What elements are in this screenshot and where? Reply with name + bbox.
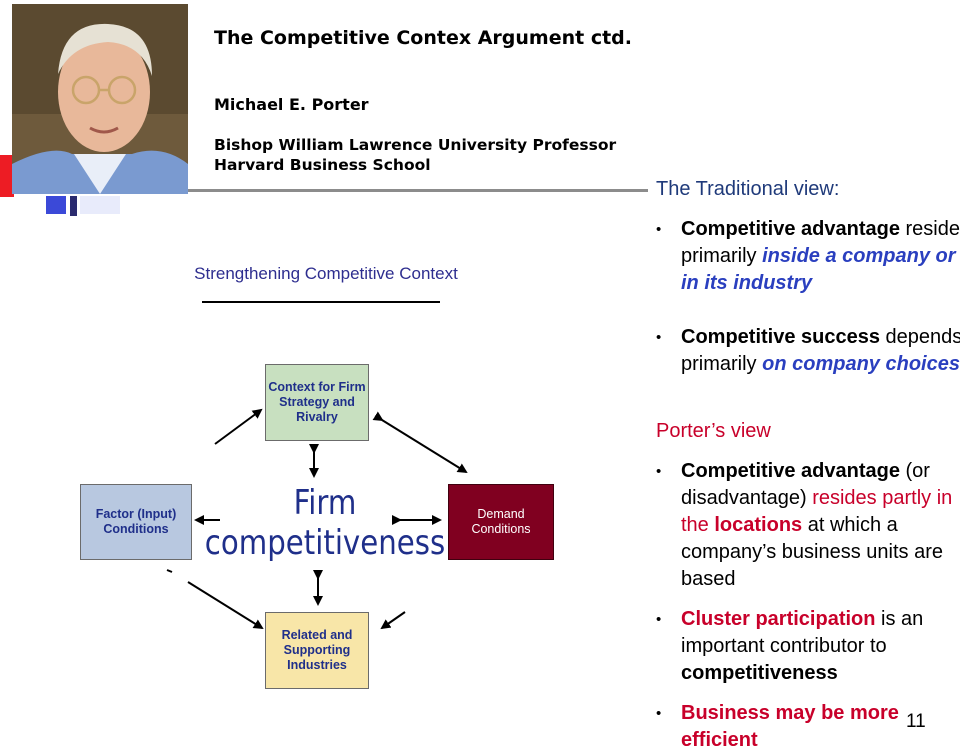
traditional-point-2-plain: depends primarily: [681, 326, 960, 375]
decorative-red-bar: [0, 155, 14, 197]
factor-conditions-box: Factor (Input) Conditions: [80, 484, 192, 560]
bullet-icon: •: [656, 221, 662, 238]
traditional-point-1-italic: inside a company or in its industry: [681, 245, 956, 294]
bullet-icon: •: [656, 463, 662, 480]
arrow-demand-related: [380, 611, 406, 630]
arrow-factor-related: [187, 581, 264, 630]
traditional-view-heading: The Traditional view:: [656, 178, 840, 200]
traditional-point-2-bold: Competitive success: [681, 326, 880, 348]
porter-point-1-locations: locations: [714, 514, 803, 536]
porter-point-2-bold: competitiveness: [681, 662, 838, 684]
arrow-context-demand: [372, 411, 468, 474]
demand-conditions-box: Demand Conditions: [448, 484, 554, 560]
firm-label-line2: competitiveness: [204, 523, 446, 563]
diagram-title: Strengthening Competitive Context: [194, 264, 458, 283]
porter-point-2-red: Cluster participation: [681, 608, 876, 630]
bullet-icon: •: [656, 611, 662, 628]
porter-point-2: Cluster participation is an important co…: [681, 606, 960, 687]
porter-point-1-plain2: at which a company’s business units are …: [681, 514, 943, 590]
slide-title: The Competitive Contex Argument ctd.: [214, 27, 632, 49]
author-affiliation-title: Bishop William Lawrence University Profe…: [214, 136, 617, 154]
author-name: Michael E. Porter: [214, 95, 369, 114]
porter-point-1-bold: Competitive advantage: [681, 460, 900, 482]
context-strategy-rivalry-box: Context for Firm Strategy and Rivalry: [265, 364, 369, 441]
traditional-point-1-plain: resides primarily: [681, 218, 960, 267]
related-supporting-industries-box: Related and Supporting Industries: [265, 612, 369, 689]
decorative-light-block: [80, 196, 120, 214]
porter-point-1-plain1: (or disadvantage): [681, 460, 930, 509]
diagram-title-rule: [202, 301, 440, 303]
traditional-point-1-bold: Competitive advantage: [681, 218, 900, 240]
porter-view-heading: Porter’s view: [656, 420, 771, 442]
decorative-blue-block: [46, 196, 66, 214]
bullet-icon: •: [656, 705, 662, 722]
firm-competitiveness-label: Firm competitiveness: [200, 483, 449, 563]
bullet-icon: •: [656, 329, 662, 346]
author-affiliation-school: Harvard Business School: [214, 156, 431, 174]
traditional-point-2-italic: on company choices: [762, 353, 960, 375]
arrow-factor-context: [214, 408, 263, 445]
porter-point-2-plain: is an important contributor to: [681, 608, 924, 657]
traditional-point-1: Competitive advantage resides primarily …: [681, 216, 960, 297]
firm-label-line1: Firm: [293, 483, 357, 523]
traditional-point-2: Competitive success depends primarily on…: [681, 324, 960, 378]
decorative-navy-bar: [70, 196, 77, 216]
header-divider: [188, 189, 648, 192]
portrait-photo: [12, 4, 188, 194]
page-number: 11: [906, 711, 926, 732]
porter-point-1: Competitive advantage (or disadvantage) …: [681, 458, 960, 593]
porter-point-1-red: resides partly in the: [681, 487, 953, 536]
